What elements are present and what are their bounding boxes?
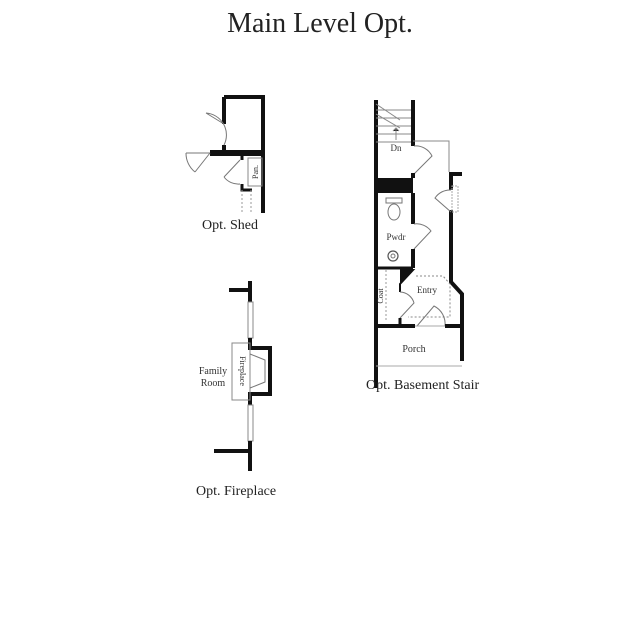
pantry-label: Pan. bbox=[251, 165, 260, 179]
entry-label: Entry bbox=[417, 285, 437, 295]
powder-room-label: Pwdr bbox=[386, 232, 405, 242]
fireplace-label: Fireplace bbox=[238, 356, 247, 386]
basement-stair-caption: Opt. Basement Stair bbox=[366, 378, 480, 393]
fireplace-plan: Fireplace Family Room bbox=[199, 281, 272, 471]
coat-closet-label: Coat bbox=[376, 288, 385, 304]
stair-down-label: Dn bbox=[391, 143, 402, 153]
family-room-label-line1: Family bbox=[199, 366, 227, 377]
basement-stair-plan: Dn Pwdr Coat Entry Porch bbox=[374, 100, 464, 388]
family-room-label-line2: Room bbox=[201, 378, 226, 389]
page-title: Main Level Opt. bbox=[227, 8, 413, 39]
shed-plan: Pan. bbox=[185, 95, 265, 213]
shed-caption: Opt. Shed bbox=[202, 218, 258, 233]
porch-label: Porch bbox=[402, 344, 425, 355]
fireplace-caption: Opt. Fireplace bbox=[196, 484, 277, 499]
